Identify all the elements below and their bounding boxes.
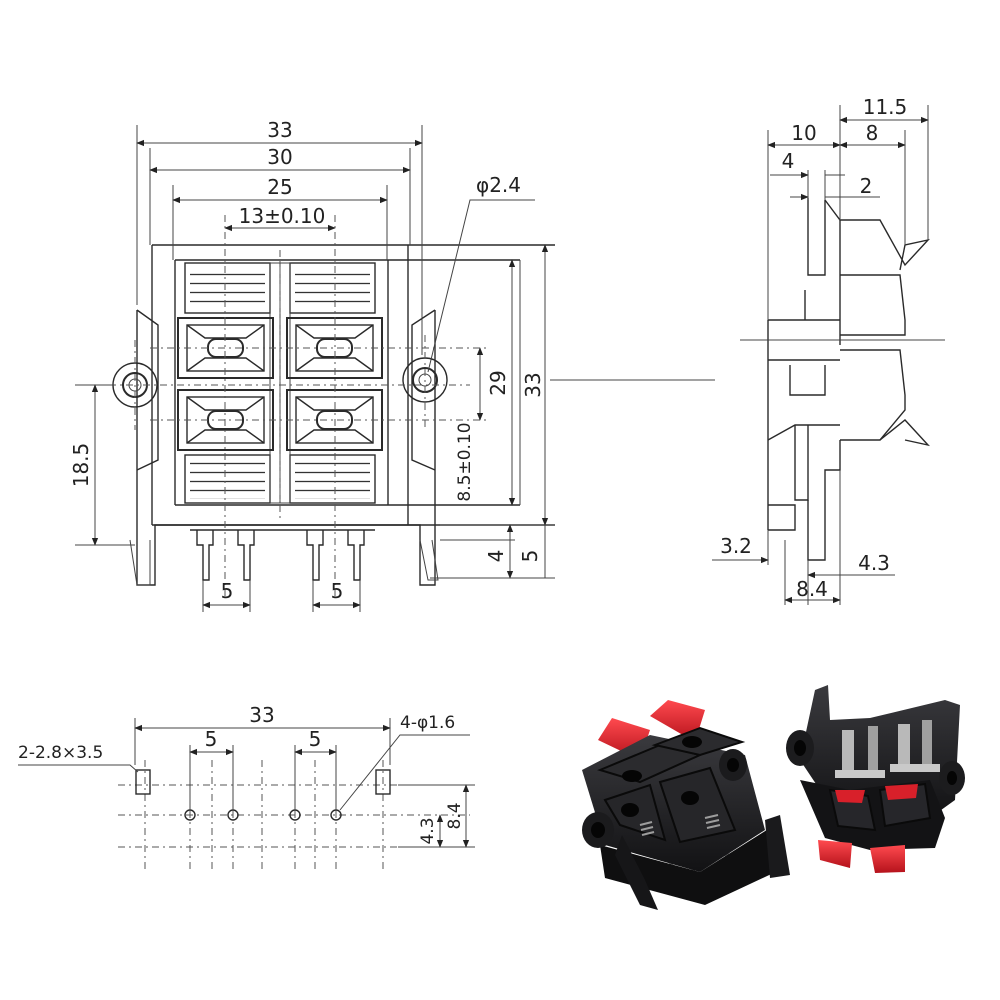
pcb-slot-right: [375, 769, 391, 795]
side-body-outline: [740, 198, 945, 561]
front-dimension-text: 33 30 25 13±0.10 φ2.4 33 29 18.5 8.5±0.1…: [69, 118, 545, 603]
dim-depth-10: 10: [791, 121, 816, 145]
dim-pin-4-3: 4.3: [858, 551, 890, 575]
dim-depth-8: 8: [866, 121, 879, 145]
pcb-dim-4-3: 4.3: [418, 817, 438, 844]
dim-pin-8-4: 8.4: [796, 577, 828, 601]
dim-width-33: 33: [267, 118, 292, 142]
product-photo-front: [582, 700, 790, 910]
pcb-grid-lines: [118, 760, 470, 870]
dim-pitch-8-5: 8.5±0.10: [455, 422, 475, 501]
red-lever-4: [870, 845, 905, 873]
dim-height-33: 33: [521, 372, 545, 397]
dim-depth-11-5: 11.5: [863, 95, 908, 119]
side-dimension-text: 11.5 10 8 4 2 3.2 4.3 8.4: [720, 95, 907, 601]
dim-center-13: 13±0.10: [239, 204, 326, 228]
side-view: 11.5 10 8 4 2 3.2 4.3 8.4: [712, 95, 945, 605]
pcb-slots: [135, 769, 391, 795]
pcb-dimension-text: 33 5 5 2-2.8×3.5 4-φ1.6 4.3 8.4: [18, 703, 465, 845]
photo-contacts: [835, 720, 940, 778]
dim-foot-3-2: 3.2: [720, 534, 752, 558]
pcb-dim-holes: 4-φ1.6: [400, 713, 455, 733]
dim-height-29: 29: [486, 370, 510, 395]
product-photo-back: [786, 685, 965, 873]
front-extension-lines: [75, 125, 715, 612]
dim-width-25: 25: [267, 175, 292, 199]
pcb-slot-left: [135, 769, 151, 795]
dim-pin-pitch-right: 5: [331, 579, 344, 603]
photo-springs: [639, 814, 721, 836]
dim-pin-4: 4: [484, 550, 508, 563]
front-body-outline: [129, 244, 555, 586]
front-view: 33 30 25 13±0.10 φ2.4 33 29 18.5 8.5±0.1…: [69, 118, 715, 612]
pcb-dimension-lines: [18, 718, 475, 848]
pcb-dim-5-left: 5: [205, 727, 218, 751]
dim-height-18-5: 18.5: [69, 443, 93, 488]
dim-width-30: 30: [267, 145, 292, 169]
dim-hole-diameter: φ2.4: [476, 173, 521, 197]
dim-pin-pitch-left: 5: [221, 579, 234, 603]
front-dimension-lines: [91, 139, 549, 609]
pcb-layout: 33 5 5 2-2.8×3.5 4-φ1.6 4.3 8.4: [18, 703, 475, 870]
side-dimension-lines: [712, 116, 929, 604]
dim-step-2: 2: [860, 174, 873, 198]
pcb-dim-8-4: 8.4: [445, 802, 465, 829]
pcb-dim-33: 33: [249, 703, 274, 727]
pcb-dim-5-right: 5: [309, 727, 322, 751]
dim-step-4: 4: [782, 149, 795, 173]
red-lever-3: [818, 840, 852, 868]
front-center-lines: [75, 215, 490, 600]
front-pins: [190, 529, 375, 581]
dim-pin-5: 5: [518, 550, 542, 563]
pcb-dim-slot: 2-2.8×3.5: [18, 743, 103, 763]
